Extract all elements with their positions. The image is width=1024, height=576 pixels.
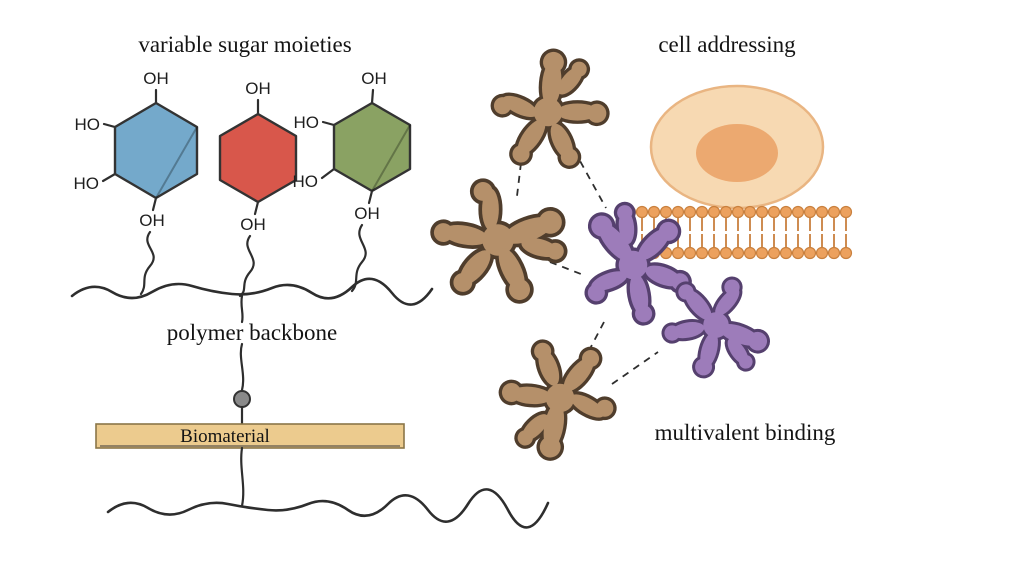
anchor-bead bbox=[233, 390, 251, 408]
blue-sugar-hexagon bbox=[113, 101, 199, 200]
polymer-backbone-line bbox=[70, 277, 434, 306]
blue-sugar-oh-top: OH bbox=[143, 69, 169, 88]
tether-lower bbox=[239, 342, 245, 392]
title-cell-addressing: cell addressing bbox=[658, 32, 796, 57]
bottom-polymer-strand bbox=[106, 488, 550, 529]
label-multivalent-binding: multivalent binding bbox=[655, 420, 836, 445]
green-sugar-oh-top: OH bbox=[361, 69, 387, 88]
blue-sugar-ho-left-upper: HO bbox=[75, 115, 101, 134]
red-sugar-linker bbox=[238, 234, 255, 298]
red-sugar-oh-top: OH bbox=[245, 79, 271, 98]
biomaterial-group: Biomaterial bbox=[95, 423, 405, 449]
biomaterial-bar bbox=[95, 423, 405, 449]
green-sugar-ho-left-lower: HO bbox=[293, 172, 319, 191]
cell-group bbox=[649, 84, 825, 210]
label-polymer-backbone: polymer backbone bbox=[167, 320, 338, 345]
red-sugar-hexagon bbox=[218, 112, 298, 204]
lectin-brown-3 bbox=[486, 326, 630, 473]
blue-sugar-group: OH HO HO OH bbox=[74, 69, 199, 296]
green-sugar-ho-left-upper: HO bbox=[294, 113, 320, 132]
red-sugar-group: OH OH bbox=[218, 79, 298, 298]
label-biomaterial: Biomaterial bbox=[180, 426, 270, 447]
blue-sugar-ho-left-lower: HO bbox=[74, 174, 100, 193]
green-sugar-hexagon bbox=[332, 101, 412, 193]
tether-upper bbox=[240, 294, 244, 324]
red-sugar-oh-bottom: OH bbox=[240, 215, 266, 234]
lectin-brown-1 bbox=[481, 40, 618, 181]
cell-nucleus bbox=[696, 124, 778, 182]
blue-sugar-oh-bottom: OH bbox=[139, 211, 165, 230]
green-sugar-oh-bottom: OH bbox=[354, 204, 380, 223]
blue-sugar-linker bbox=[139, 230, 155, 296]
multivalent-dashed-links bbox=[516, 149, 659, 385]
title-variable-sugar-moieties: variable sugar moieties bbox=[138, 32, 351, 57]
lectin-brown-2 bbox=[427, 170, 574, 313]
tether-bottom bbox=[240, 446, 245, 508]
green-sugar-group: OH HO HO OH bbox=[293, 69, 412, 293]
